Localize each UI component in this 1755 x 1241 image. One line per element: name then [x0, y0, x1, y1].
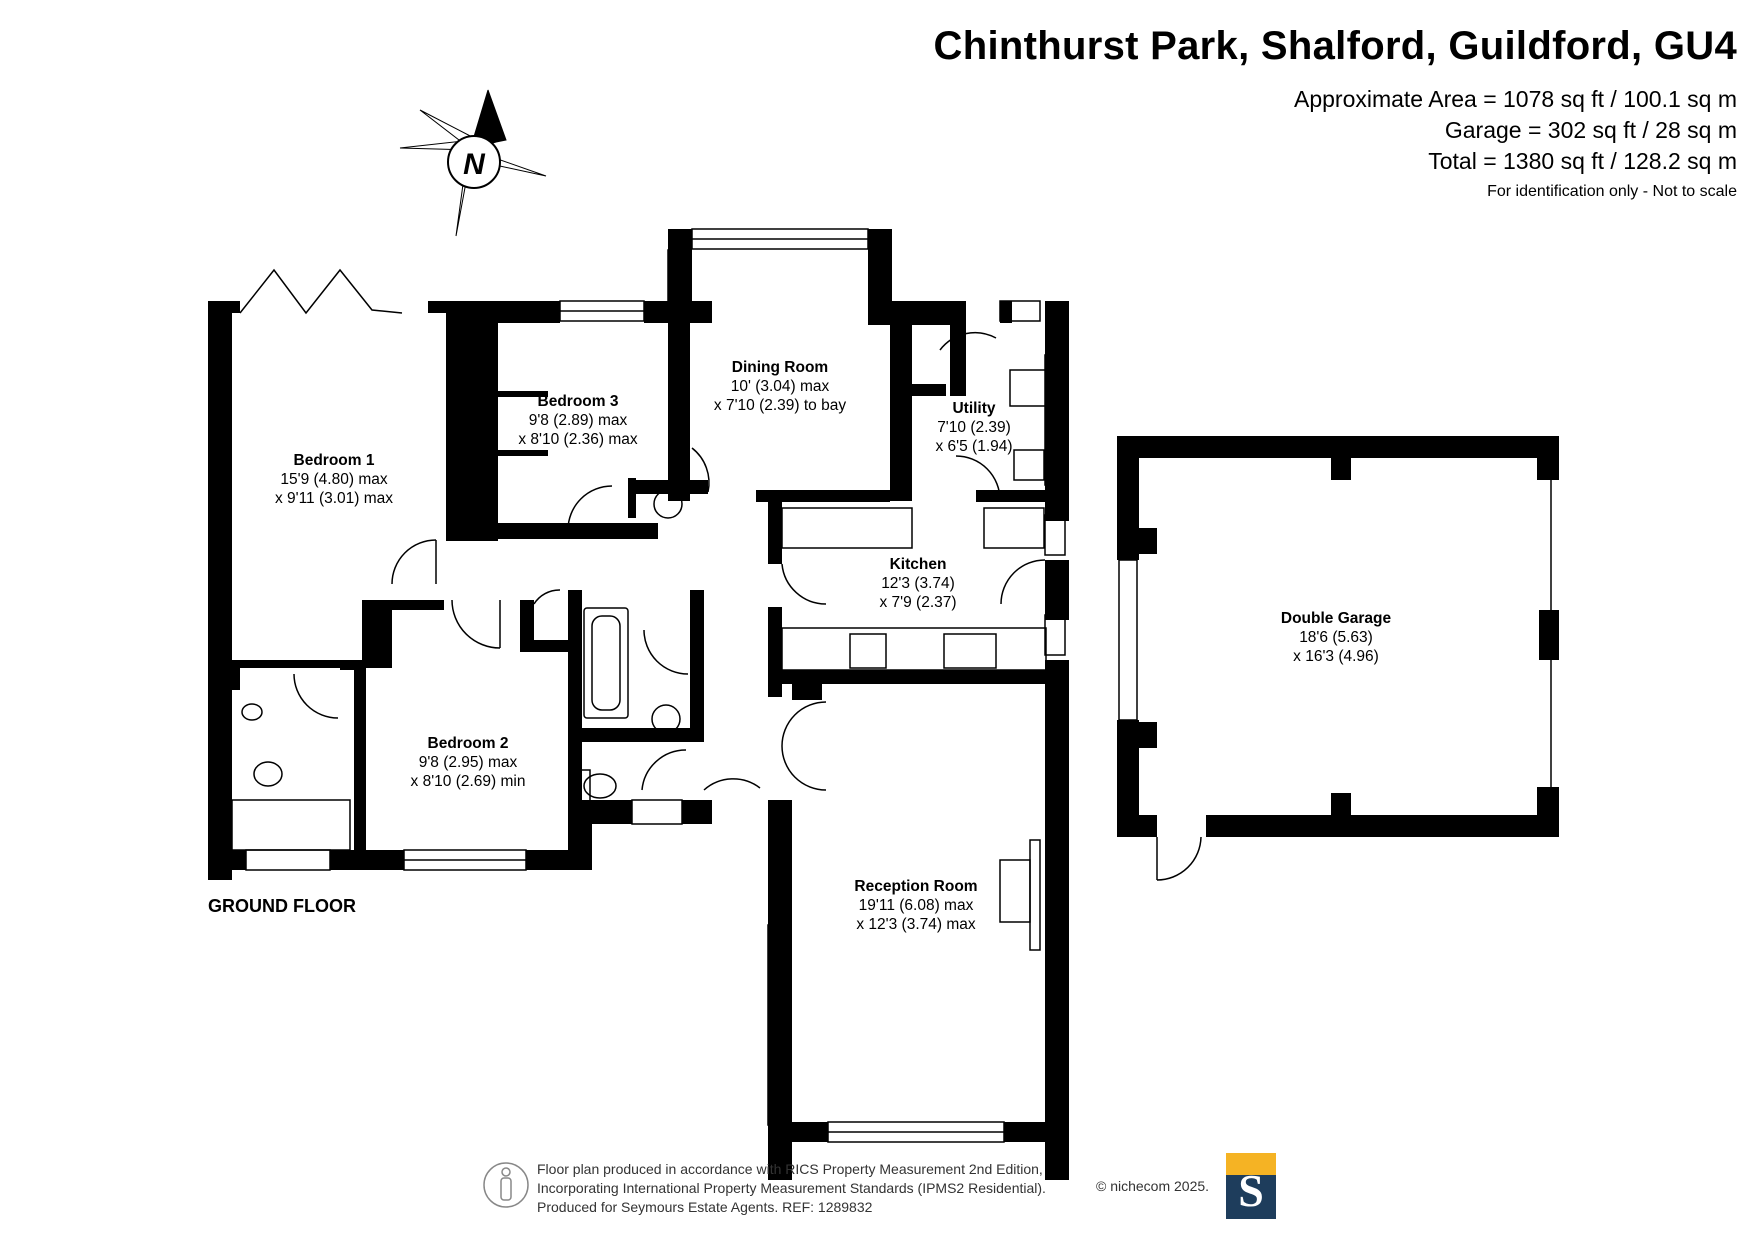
room-dim-2: x 9'11 (3.01) max [274, 490, 394, 507]
room-dim-1: 18'6 (5.63) [1299, 629, 1373, 646]
room-dim-1: 10' (3.04) max [730, 378, 830, 395]
room-dim-1: 15'9 (4.80) max [280, 471, 388, 488]
room-name: Bedroom 2 [427, 735, 509, 752]
footer-line-2: Incorporating International Property Mea… [537, 1180, 1046, 1196]
north-compass-icon: N [399, 89, 547, 237]
approximate-area: Approximate Area = 1078 sq ft / 100.1 sq… [1293, 86, 1737, 112]
room-name: Dining Room [731, 359, 829, 376]
plan-title: Chinthurst Park, Shalford, Guildford, GU… [933, 24, 1737, 68]
fixtures [231, 369, 1047, 851]
seymours-logo: S [1226, 1153, 1276, 1219]
room-dim-2: x 8'10 (2.69) min [410, 773, 526, 790]
room-dim-1: 9'8 (2.89) max [528, 412, 628, 429]
footer-line-3: Produced for Seymours Estate Agents. REF… [537, 1199, 873, 1215]
logo-letter: S [1238, 1165, 1264, 1216]
identification-note: For identification only - Not to scale [1487, 183, 1737, 200]
room-dim-2: x 6'5 (1.94) [935, 438, 1013, 455]
doors [239, 268, 1046, 791]
room-dim-2: x 12'3 (3.74) max [856, 916, 976, 933]
room-garage: Double Garage 18'6 (5.63) x 16'3 (4.96) [1281, 609, 1391, 666]
room-name: Bedroom 1 [293, 452, 375, 469]
room-name: Double Garage [1280, 610, 1392, 627]
room-name: Bedroom 3 [537, 393, 619, 410]
windows [245, 228, 1066, 1143]
floor-label: GROUND FLOOR [208, 896, 356, 916]
room-dim-1: 7'10 (2.39) [937, 419, 1011, 436]
room-bedroom-3: Bedroom 3 9'8 (2.89) max x 8'10 (2.36) m… [518, 392, 637, 449]
footer-text: Floor plan produced in accordance with R… [537, 1160, 1046, 1217]
room-dim-2: x 7'9 (2.37) [879, 594, 957, 611]
room-dining: Dining Room 10' (3.04) max x 7'10 (2.39)… [714, 358, 846, 415]
room-name: Utility [952, 400, 996, 417]
room-kitchen: Kitchen 12'3 (3.74) x 7'9 (2.37) [879, 555, 956, 612]
copyright: © nichecom 2025. [1096, 1178, 1210, 1194]
room-dim-1: 12'3 (3.74) [881, 575, 955, 592]
walls [208, 229, 1069, 1180]
room-dim-2: x 8'10 (2.36) max [518, 431, 638, 448]
garage-walls [1117, 436, 1559, 837]
room-bedroom-1: Bedroom 1 15'9 (4.80) max x 9'11 (3.01) … [275, 451, 393, 508]
room-utility: Utility 7'10 (2.39) x 6'5 (1.94) [935, 399, 1012, 456]
room-bedroom-2: Bedroom 2 9'8 (2.95) max x 8'10 (2.69) m… [411, 734, 526, 791]
compass-north-label: N [463, 148, 486, 181]
room-dim-2: x 7'10 (2.39) to bay [713, 397, 847, 414]
garage-area: Garage = 302 sq ft / 28 sq m [1444, 117, 1737, 143]
rics-person-icon [483, 1162, 529, 1208]
room-dim-1: 19'11 (6.08) max [858, 897, 974, 914]
room-name: Kitchen [889, 556, 947, 573]
footer-line-1: Floor plan produced in accordance with R… [537, 1161, 1043, 1177]
room-dim-1: 9'8 (2.95) max [418, 754, 518, 771]
logo-gold-band [1226, 1153, 1276, 1175]
room-name: Reception Room [854, 878, 978, 895]
total-area: Total = 1380 sq ft / 128.2 sq m [1428, 148, 1737, 174]
room-reception: Reception Room 19'11 (6.08) max x 12'3 (… [854, 877, 977, 934]
garage-openings [1118, 480, 1552, 881]
room-dim-2: x 16'3 (4.96) [1293, 648, 1379, 665]
